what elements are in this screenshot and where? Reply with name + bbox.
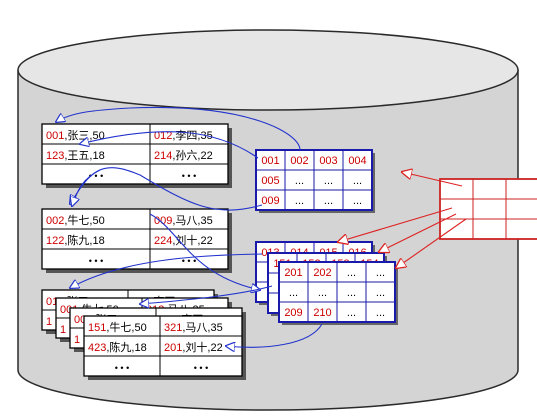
index-cell: 001 xyxy=(261,155,279,167)
record-fields: ,孙六,22 xyxy=(172,149,212,162)
record-cell: 009,马八,35 xyxy=(154,214,213,227)
record-cell: 012,李四,35 xyxy=(154,128,213,142)
record-id: 151 xyxy=(88,322,106,334)
record-id: 201 xyxy=(164,342,182,354)
record-cell: 1 xyxy=(46,316,52,328)
record-id: 214 xyxy=(154,150,172,162)
record-cell: 201,刘十,22 xyxy=(164,340,223,354)
index-block-stack-front: 201 202.................. 209 210...... xyxy=(278,261,398,325)
ellipsis-text: • • • xyxy=(194,363,208,373)
index-cell: 202 xyxy=(313,267,331,279)
index-cell: ... xyxy=(289,287,298,299)
index-cell: 005 xyxy=(261,175,279,187)
cylinder-top xyxy=(17,29,519,111)
record-fields: ,牛七,50 xyxy=(106,320,146,334)
index-cell: ... xyxy=(324,195,333,207)
hash-pointer-front xyxy=(396,218,467,268)
ellipsis-text: • • • xyxy=(89,171,103,181)
record-fields: ,马八,35 xyxy=(172,214,212,227)
record-fields: ,张三,50 xyxy=(64,129,104,142)
hash-table xyxy=(439,178,537,240)
record-id: 009 xyxy=(154,215,172,227)
record-cell: 123,王五,18 xyxy=(46,150,105,162)
ellipsis-text: • • • xyxy=(115,363,129,373)
index-pointer-page2-up xyxy=(72,169,101,206)
record-cell: 122,陈九,18 xyxy=(46,233,105,247)
record-fields: ,陈九,18 xyxy=(64,233,104,247)
record-cell: 001,张三,50 xyxy=(46,129,105,142)
record-cell: 214,孙六,22 xyxy=(154,149,213,162)
index-cell: ... xyxy=(295,175,304,187)
record-fields: ,李四,35 xyxy=(172,128,212,142)
index-block-top: 001 002 003 004 005......... 009......... xyxy=(255,149,375,213)
record-id: 1 xyxy=(60,324,66,336)
data-page-stack-front-frame xyxy=(83,315,243,377)
record-fields: ,刘十,22 xyxy=(182,340,222,354)
hash-pointer-back xyxy=(338,207,453,242)
index-pointer-stack-front xyxy=(226,323,323,347)
data-page-stack-front: 151,牛七,50 321,马八,35 423,陈九,18 201,刘十,22 • • … xyxy=(83,315,246,380)
record-id: 122 xyxy=(46,235,64,247)
index-cell: ... xyxy=(347,267,356,279)
record-cell: 321,马八,35 xyxy=(164,321,223,334)
index-pointer-page2 xyxy=(70,167,263,211)
index-cell: 201 xyxy=(284,267,302,279)
record-id: 1 xyxy=(74,334,80,346)
record-id: 224 xyxy=(154,235,172,247)
index-pointer-stack-mid xyxy=(140,285,273,304)
record-cell: 002,牛七,50 xyxy=(46,213,105,227)
index-cell: ... xyxy=(295,195,304,207)
index-cell: ... xyxy=(353,175,362,187)
index-pointer-page1-row2 xyxy=(80,131,259,159)
index-cell: ... xyxy=(376,287,385,299)
record-id: 1 xyxy=(46,316,52,328)
index-pointer-stack-back xyxy=(70,253,263,288)
record-cell: 1 xyxy=(60,324,66,336)
index-pointer-loop xyxy=(149,213,260,290)
hash-pointer-top xyxy=(402,172,463,187)
index-cell: ... xyxy=(318,287,327,299)
ellipsis-text: • • • xyxy=(89,256,103,266)
record-fields: ,王五,18 xyxy=(64,150,104,162)
index-cell: 002 xyxy=(290,155,308,167)
index-cell: 209 xyxy=(284,307,302,319)
index-cell: 009 xyxy=(261,195,279,207)
record-id: 012 xyxy=(154,130,172,142)
index-cell: ... xyxy=(347,307,356,319)
record-id: 321 xyxy=(164,322,182,334)
record-id: 123 xyxy=(46,150,64,162)
index-cell: ... xyxy=(376,307,385,319)
record-cell: 423,陈九,18 xyxy=(88,340,147,354)
index-cell: 004 xyxy=(348,155,366,167)
record-id: 423 xyxy=(88,342,106,354)
index-cell: ... xyxy=(324,175,333,187)
record-fields: ,牛七,50 xyxy=(64,213,104,227)
hash-pointer-mid xyxy=(379,213,457,252)
hash-table-frame xyxy=(439,178,537,240)
ellipsis-text: • • • xyxy=(182,256,196,266)
ellipsis-text: • • • xyxy=(182,171,196,181)
record-cell: 1 xyxy=(74,334,80,346)
index-cell: ... xyxy=(376,267,385,279)
index-pointer-page1 xyxy=(56,106,301,151)
index-cell: ... xyxy=(347,287,356,299)
index-cell: 003 xyxy=(319,155,337,167)
record-id: 001 xyxy=(46,130,64,142)
record-id: 002 xyxy=(46,215,64,227)
record-fields: ,马八,35 xyxy=(182,321,222,334)
index-cell: 210 xyxy=(313,307,331,319)
index-cell: ... xyxy=(353,195,362,207)
record-cell: 151,牛七,50 xyxy=(88,320,147,334)
record-fields: ,陈九,18 xyxy=(106,340,146,354)
